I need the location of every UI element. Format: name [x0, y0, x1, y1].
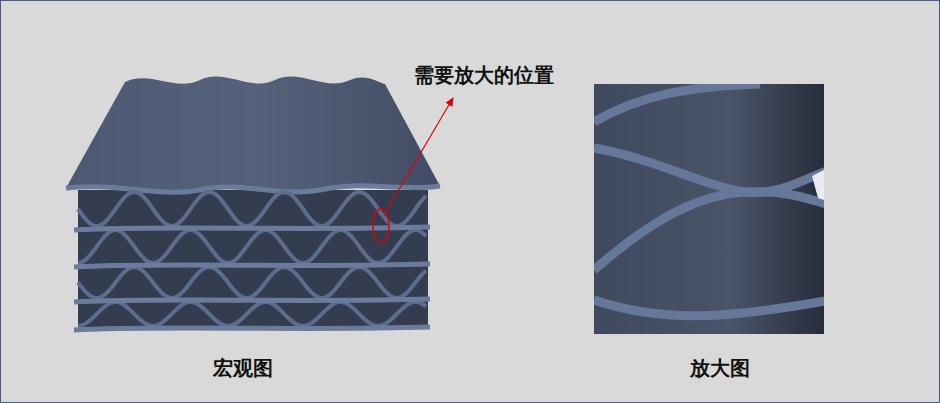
leader-arrow	[387, 98, 453, 210]
zoom-view	[594, 84, 830, 334]
sheet-edge	[74, 264, 430, 267]
sheet-edge	[78, 302, 426, 326]
corrugated-layers	[74, 192, 430, 330]
caption-label: 宏观图	[213, 356, 273, 380]
sheet-edge	[74, 299, 430, 302]
sheet-stack	[66, 77, 440, 328]
zoom-marker	[373, 209, 389, 243]
sheet-edge	[74, 227, 430, 230]
callout-label: 需要放大的位置	[414, 63, 554, 87]
sheet-edge	[78, 267, 426, 298]
caption-label: 放大图	[690, 356, 750, 380]
sheet-edge	[74, 327, 430, 330]
